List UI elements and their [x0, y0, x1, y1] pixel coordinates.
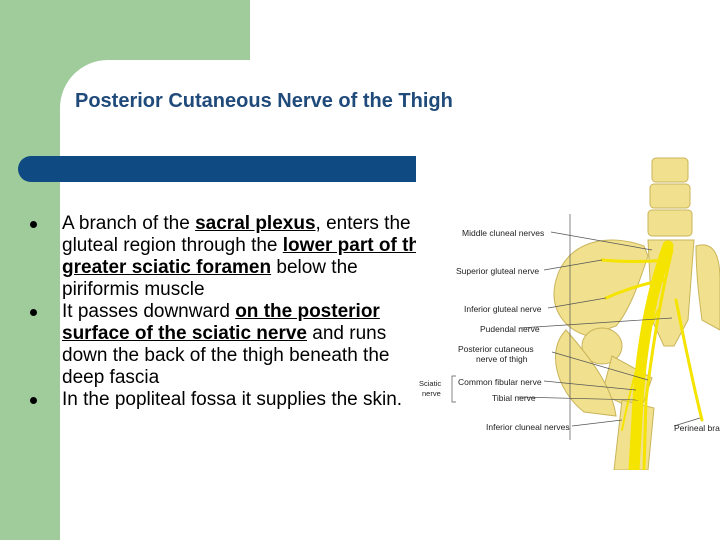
leader-line [550, 231, 653, 251]
label-sciatic: Sciatic [419, 379, 441, 388]
inferior-cluneal-nerve-shape [621, 309, 659, 431]
bullet-dot-icon [30, 397, 37, 404]
pelvis-illustration: Middle cluneal nerves Superior gluteal n… [419, 157, 720, 470]
bullet-keyword: sacral plexus [195, 213, 316, 234]
femoral-head-shape [581, 327, 623, 365]
pudendal-nerve-shape [674, 298, 704, 422]
bullet-keyword: on the posterior surface of the sciatic … [62, 301, 380, 344]
vertebra-shape [651, 157, 689, 183]
bullet-dot-icon [30, 221, 37, 228]
leader-line [543, 259, 603, 271]
bullet-item: It passes downward on the posterior surf… [30, 301, 434, 389]
inferior-gluteal-nerve-shape [604, 278, 666, 300]
green-left-stripe [0, 0, 60, 540]
label-tibial: Tibial nerve [492, 393, 536, 403]
leader-line [519, 317, 673, 329]
leader-line [551, 351, 649, 381]
label-superior-gluteal: Superior gluteal nerve [456, 266, 539, 276]
figure-labels: Middle cluneal nerves Superior gluteal n… [419, 228, 720, 433]
ischium-shape [555, 329, 617, 417]
bullet-text: , enters the gluteal region through the [62, 213, 411, 256]
bullet-dot-icon [30, 309, 37, 316]
posterior-cutaneous-nerve-shape [642, 248, 674, 470]
label-sciatic-2: nerve [422, 389, 441, 398]
superior-gluteal-nerve-shape [600, 258, 668, 263]
bullet-text: In the popliteal fossa it supplies the s… [62, 389, 403, 410]
ilium-shape [695, 244, 720, 331]
bullet-text: It passes downward [62, 301, 236, 322]
label-inferior-gluteal: Inferior gluteal nerve [464, 304, 542, 314]
label-inferior-cluneal: Inferior cluneal nerves [486, 422, 570, 432]
label-pudendal: Pudendal nerve [480, 324, 540, 334]
label-middle-cluneal: Middle cluneal nerves [462, 228, 544, 238]
leader-line [517, 396, 639, 401]
label-leaders [451, 214, 701, 440]
label-common-fibular: Common fibular nerve [458, 377, 542, 387]
leader-line [543, 380, 637, 391]
slide-title: Posterior Cutaneous Nerve of the Thigh [75, 90, 453, 112]
sciatic-nerve-shape [628, 240, 674, 470]
label-posterior-cutaneous: Posterior cutaneous [458, 344, 534, 354]
bullet-list: A branch of the sacral plexus, enters th… [30, 213, 434, 411]
bullet-item: A branch of the sacral plexus, enters th… [30, 213, 434, 301]
leader-line [547, 297, 607, 309]
vertebra-shape [647, 209, 693, 237]
bullet-item: In the popliteal fossa it supplies the s… [30, 389, 434, 411]
bullet-text: below the piriformis muscle [62, 257, 358, 300]
sciatic-bracket [451, 375, 456, 403]
title-divider-bar [18, 156, 416, 182]
label-perineal: Perineal branch [674, 423, 720, 433]
label-posterior-cutaneous-2: nerve of thigh [476, 354, 528, 364]
leader-line [571, 419, 623, 427]
bullet-text: and runs down the back of the thigh bene… [62, 323, 390, 388]
leader-line [673, 417, 701, 427]
anatomy-figure: Middle cluneal nerves Superior gluteal n… [416, 150, 720, 470]
bullet-text: A branch of the [62, 213, 196, 234]
vertebra-shape [649, 183, 691, 209]
nerve-paths [600, 240, 704, 470]
bullet-keyword: lower part of the greater sciatic forame… [62, 235, 431, 278]
